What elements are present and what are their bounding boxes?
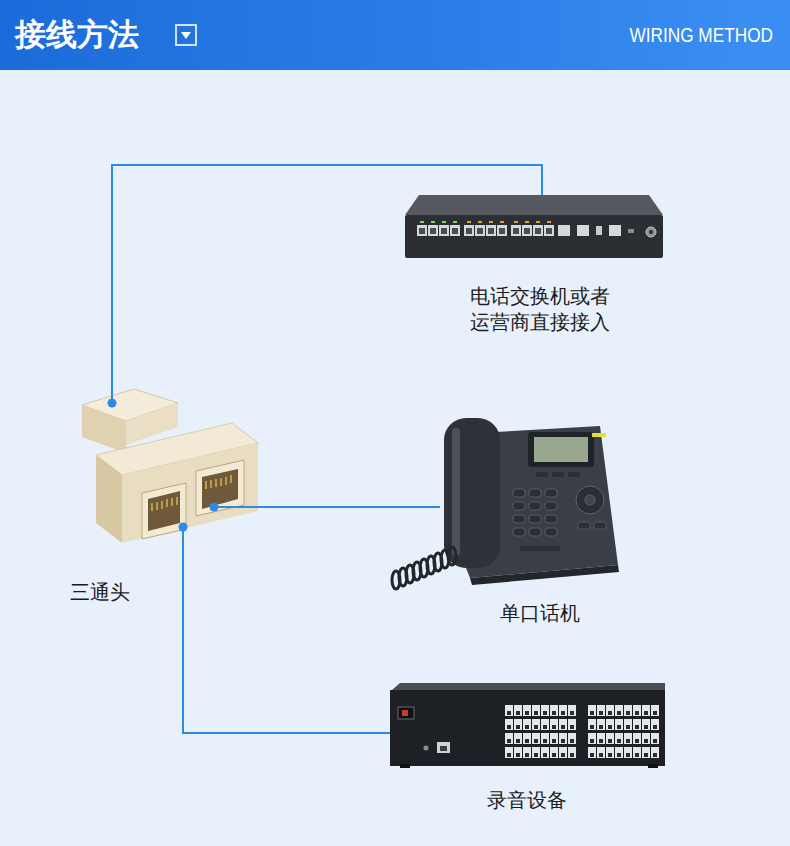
splitter-illustration [82, 383, 258, 545]
port-pins [206, 475, 231, 489]
subtitle-label: WIRING METHOD [630, 22, 773, 48]
pbx-device [405, 195, 663, 258]
label-holder: WIRING METHOD [598, 22, 773, 48]
pbx-button [628, 229, 634, 233]
pbx-ports [511, 221, 555, 237]
wire-connector [183, 545, 390, 733]
recorder-lan [437, 742, 450, 753]
caption-holder: 单口话机 [500, 600, 580, 626]
phone-key [594, 522, 606, 529]
wire-dot [108, 399, 117, 408]
wire-dot [179, 523, 188, 532]
recorder-lan-hole [440, 746, 447, 751]
recorder-switch-key [402, 710, 408, 716]
desk-phone: 单口话机 [440, 415, 610, 590]
phone-screen [534, 437, 588, 462]
splitter: 三通头 [82, 383, 258, 545]
icon-frame [176, 25, 196, 45]
phone-nav [576, 486, 604, 514]
wire-connector [258, 506, 440, 508]
pbx-usb [596, 226, 602, 235]
phone-handset [444, 418, 500, 568]
icon-triangle [181, 32, 191, 39]
recorder-device: 录音设备 [390, 683, 665, 768]
pbx-port [577, 225, 589, 236]
recorder-front [390, 690, 665, 766]
phone-screen-frame [528, 432, 594, 467]
phone-cord [392, 547, 456, 589]
port-cavity [148, 491, 180, 531]
page-title: 接线方法 [15, 14, 139, 54]
pbx-port [558, 225, 570, 236]
pbx-top [405, 195, 663, 215]
phone-base [470, 565, 619, 585]
phone-key [520, 546, 560, 551]
wire-stub [214, 506, 258, 508]
port-cavity [202, 469, 238, 509]
recorder-switch [398, 707, 414, 719]
phone-key [552, 472, 564, 477]
device-caption: 单口话机 [500, 600, 580, 626]
pbx-ports [464, 221, 508, 237]
recorder-illustration [390, 683, 665, 768]
port-pins [152, 497, 177, 511]
recorder-foot [648, 764, 658, 768]
recorder-top [392, 683, 665, 690]
device-caption: 录音设备 [487, 787, 567, 813]
body-front [122, 443, 258, 543]
phone-key [536, 472, 548, 477]
pbx-power [646, 227, 656, 237]
caption-holder: 录音设备 [487, 787, 567, 813]
header-bar: 接线方法 WIRING METHOD [0, 0, 790, 70]
recorder-foot [400, 764, 410, 768]
recorder-ports [588, 705, 660, 761]
recorder-ports [505, 705, 577, 761]
pbx-power-hole [649, 230, 653, 234]
plug-side [82, 405, 126, 453]
handset-highlight [452, 428, 460, 556]
port-frame [142, 483, 186, 539]
phone-key [568, 472, 580, 477]
wire-dot [210, 503, 219, 512]
recorder-led [424, 746, 429, 751]
phone-nav-center [585, 495, 595, 505]
phone-keypad [512, 488, 560, 540]
body-side [96, 455, 122, 543]
device-caption: 三通头 [70, 579, 130, 605]
caption-holder: 三通头 [70, 579, 130, 605]
phone-illustration [392, 418, 619, 589]
pbx-port [609, 225, 621, 236]
pbx-ports [417, 221, 461, 237]
caption-holder: 电话交换机或者运营商直接接入 [466, 283, 613, 335]
phone-tag [592, 433, 606, 437]
pbx-front [405, 215, 663, 258]
phone-key [578, 522, 590, 529]
pbx-device: 电话交换机或者运营商直接接入 [405, 195, 663, 258]
device-caption: 电话交换机或者运营商直接接入 [466, 283, 613, 335]
dropdown-icon [175, 24, 197, 46]
